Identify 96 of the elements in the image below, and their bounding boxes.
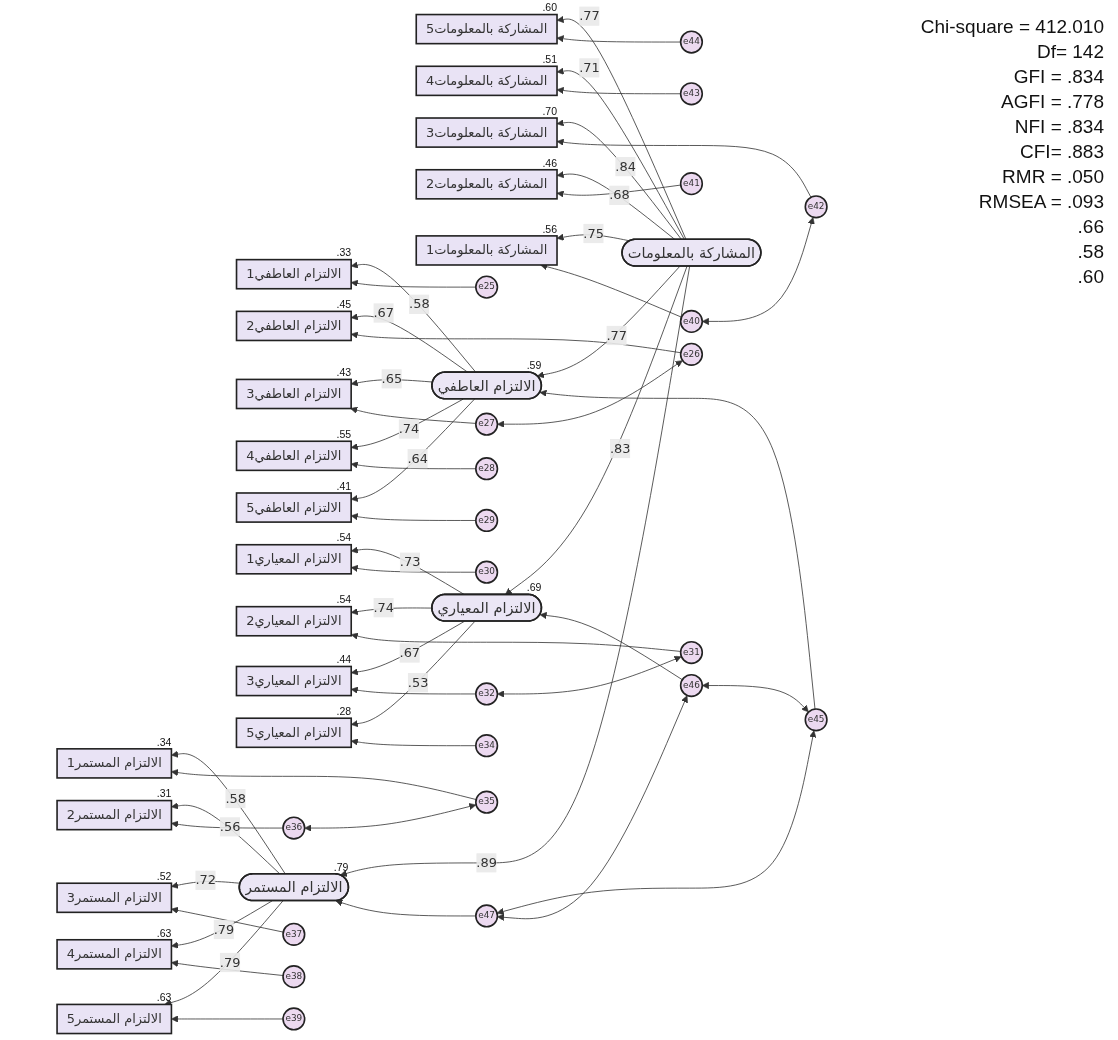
node-box: الالتزام العاطفي3: [235, 378, 352, 410]
edge-label: .79: [213, 921, 235, 937]
fit-statistic: .58: [1076, 241, 1104, 263]
squared-multiple-correlation: .43: [336, 366, 352, 379]
node-box: الالتزام المعياري5: [235, 717, 353, 749]
fit-statistic: GFI = .834: [1012, 66, 1104, 88]
squared-multiple-correlation: .69: [526, 581, 542, 594]
edge-label: .67: [399, 644, 421, 661]
edge-label: .77: [579, 8, 600, 24]
node-box: المشاركة بالمعلومات5: [415, 13, 558, 45]
edge-label: .67: [373, 304, 395, 321]
edge-label: .72: [195, 872, 216, 888]
node-circle: e26: [679, 342, 704, 366]
fit-statistic: Chi-square = 412.010: [919, 16, 1104, 38]
edge-label: .83: [609, 440, 631, 456]
edge-label: .65: [381, 370, 403, 387]
node-box: الالتزام المعياري2: [235, 605, 353, 637]
squared-multiple-correlation: .46: [542, 156, 557, 169]
node-circle: e27: [475, 412, 499, 436]
fit-statistic: RMSEA = .093: [977, 191, 1104, 213]
edge-label: .89: [476, 854, 497, 871]
edge-label: .79: [219, 954, 241, 970]
node-circle: e41: [679, 172, 704, 196]
fit-statistic: RMR = .050: [1001, 166, 1104, 188]
node-circle: e29: [475, 508, 499, 533]
node-circle: e40: [679, 309, 704, 334]
edge-label: .74: [373, 599, 395, 615]
squared-multiple-correlation: .41: [336, 479, 352, 492]
squared-multiple-correlation: .63: [156, 991, 172, 1004]
node-circle: e36: [282, 816, 306, 840]
node-box: الالتزام المستمر2: [56, 799, 173, 831]
fit-statistic: .66: [1076, 216, 1104, 238]
node-box: الالتزام العاطفي4: [235, 440, 352, 472]
node-box: الالتزام المستمر3: [56, 882, 173, 914]
node-box: الالتزام المعياري3: [235, 665, 353, 697]
node-circle: e44: [679, 30, 704, 54]
fit-statistic: Df= 142: [1035, 41, 1104, 63]
node-circle: e30: [475, 560, 499, 584]
node-box: المشاركة بالمعلومات4: [415, 65, 558, 97]
node-box: الالتزام العاطفي1: [235, 258, 352, 290]
fit-statistic: .60: [1076, 266, 1104, 288]
edge-label: .73: [399, 554, 421, 570]
node-box: الالتزام العاطفي5: [235, 492, 352, 523]
edge-label: .58: [225, 790, 246, 806]
node-circle: e31: [679, 640, 704, 665]
squared-multiple-correlation: .45: [336, 298, 352, 311]
squared-multiple-correlation: .52: [156, 870, 172, 882]
edge-label: .74: [398, 420, 420, 437]
squared-multiple-correlation: .70: [542, 104, 557, 117]
node-circle: e46: [679, 673, 704, 698]
node-circle: e35: [475, 790, 499, 814]
squared-multiple-correlation: .33: [336, 246, 352, 259]
edge-label: .77: [606, 327, 628, 343]
squared-multiple-correlation: .31: [156, 787, 172, 800]
node-box: المشاركة بالمعلومات2: [415, 168, 558, 200]
squared-multiple-correlation: .54: [336, 593, 352, 606]
node-circle: e38: [282, 965, 306, 989]
node-circle: e34: [475, 734, 499, 758]
node-circle: e47: [475, 904, 499, 928]
squared-multiple-correlation: .28: [336, 705, 352, 717]
node-circle: e43: [679, 82, 704, 106]
node-box: الالتزام المستمر5: [56, 1003, 173, 1035]
squared-multiple-correlation: .51: [542, 53, 557, 66]
node-circle: e39: [282, 1007, 306, 1031]
node-box: الالتزام المعياري1: [235, 543, 353, 575]
edge-label: .84: [615, 158, 636, 174]
squared-multiple-correlation: .44: [336, 653, 352, 666]
node-box: المشاركة بالمعلومات3: [415, 117, 558, 148]
node-box: الالتزام المستمر1: [56, 748, 173, 779]
edge-label: .68: [609, 187, 630, 203]
squared-multiple-correlation: .60: [542, 1, 557, 14]
fit-statistic: NFI = .834: [1013, 116, 1104, 138]
edge-label: .58: [409, 296, 430, 312]
squared-multiple-correlation: .59: [526, 358, 542, 371]
edge-label: .56: [219, 818, 241, 835]
edge-label: .71: [579, 59, 600, 76]
squared-multiple-correlation: .63: [156, 926, 172, 939]
edge-label: .53: [407, 674, 429, 690]
edge-label: .75: [583, 225, 604, 241]
node-circle: e37: [282, 922, 306, 946]
node-circle: e45: [804, 708, 828, 732]
node-circle: e28: [475, 457, 499, 481]
squared-multiple-correlation: .79: [333, 860, 349, 873]
edge-label: .64: [407, 450, 429, 467]
fit-statistic: AGFI = .778: [1000, 91, 1104, 113]
squared-multiple-correlation: .34: [156, 735, 172, 748]
node-box: الالتزام المستمر4: [56, 938, 173, 970]
node-circle: e32: [475, 682, 499, 706]
node-circle: e42: [804, 195, 828, 219]
node-box: الالتزام العاطفي2: [235, 310, 352, 342]
squared-multiple-correlation: .56: [542, 222, 557, 235]
squared-multiple-correlation: .55: [336, 428, 352, 441]
squared-multiple-correlation: .54: [336, 531, 352, 544]
fit-statistic: CFI= .883: [1019, 141, 1104, 163]
node-box: المشاركة بالمعلومات1: [415, 235, 558, 266]
node-circle: e25: [475, 275, 499, 299]
